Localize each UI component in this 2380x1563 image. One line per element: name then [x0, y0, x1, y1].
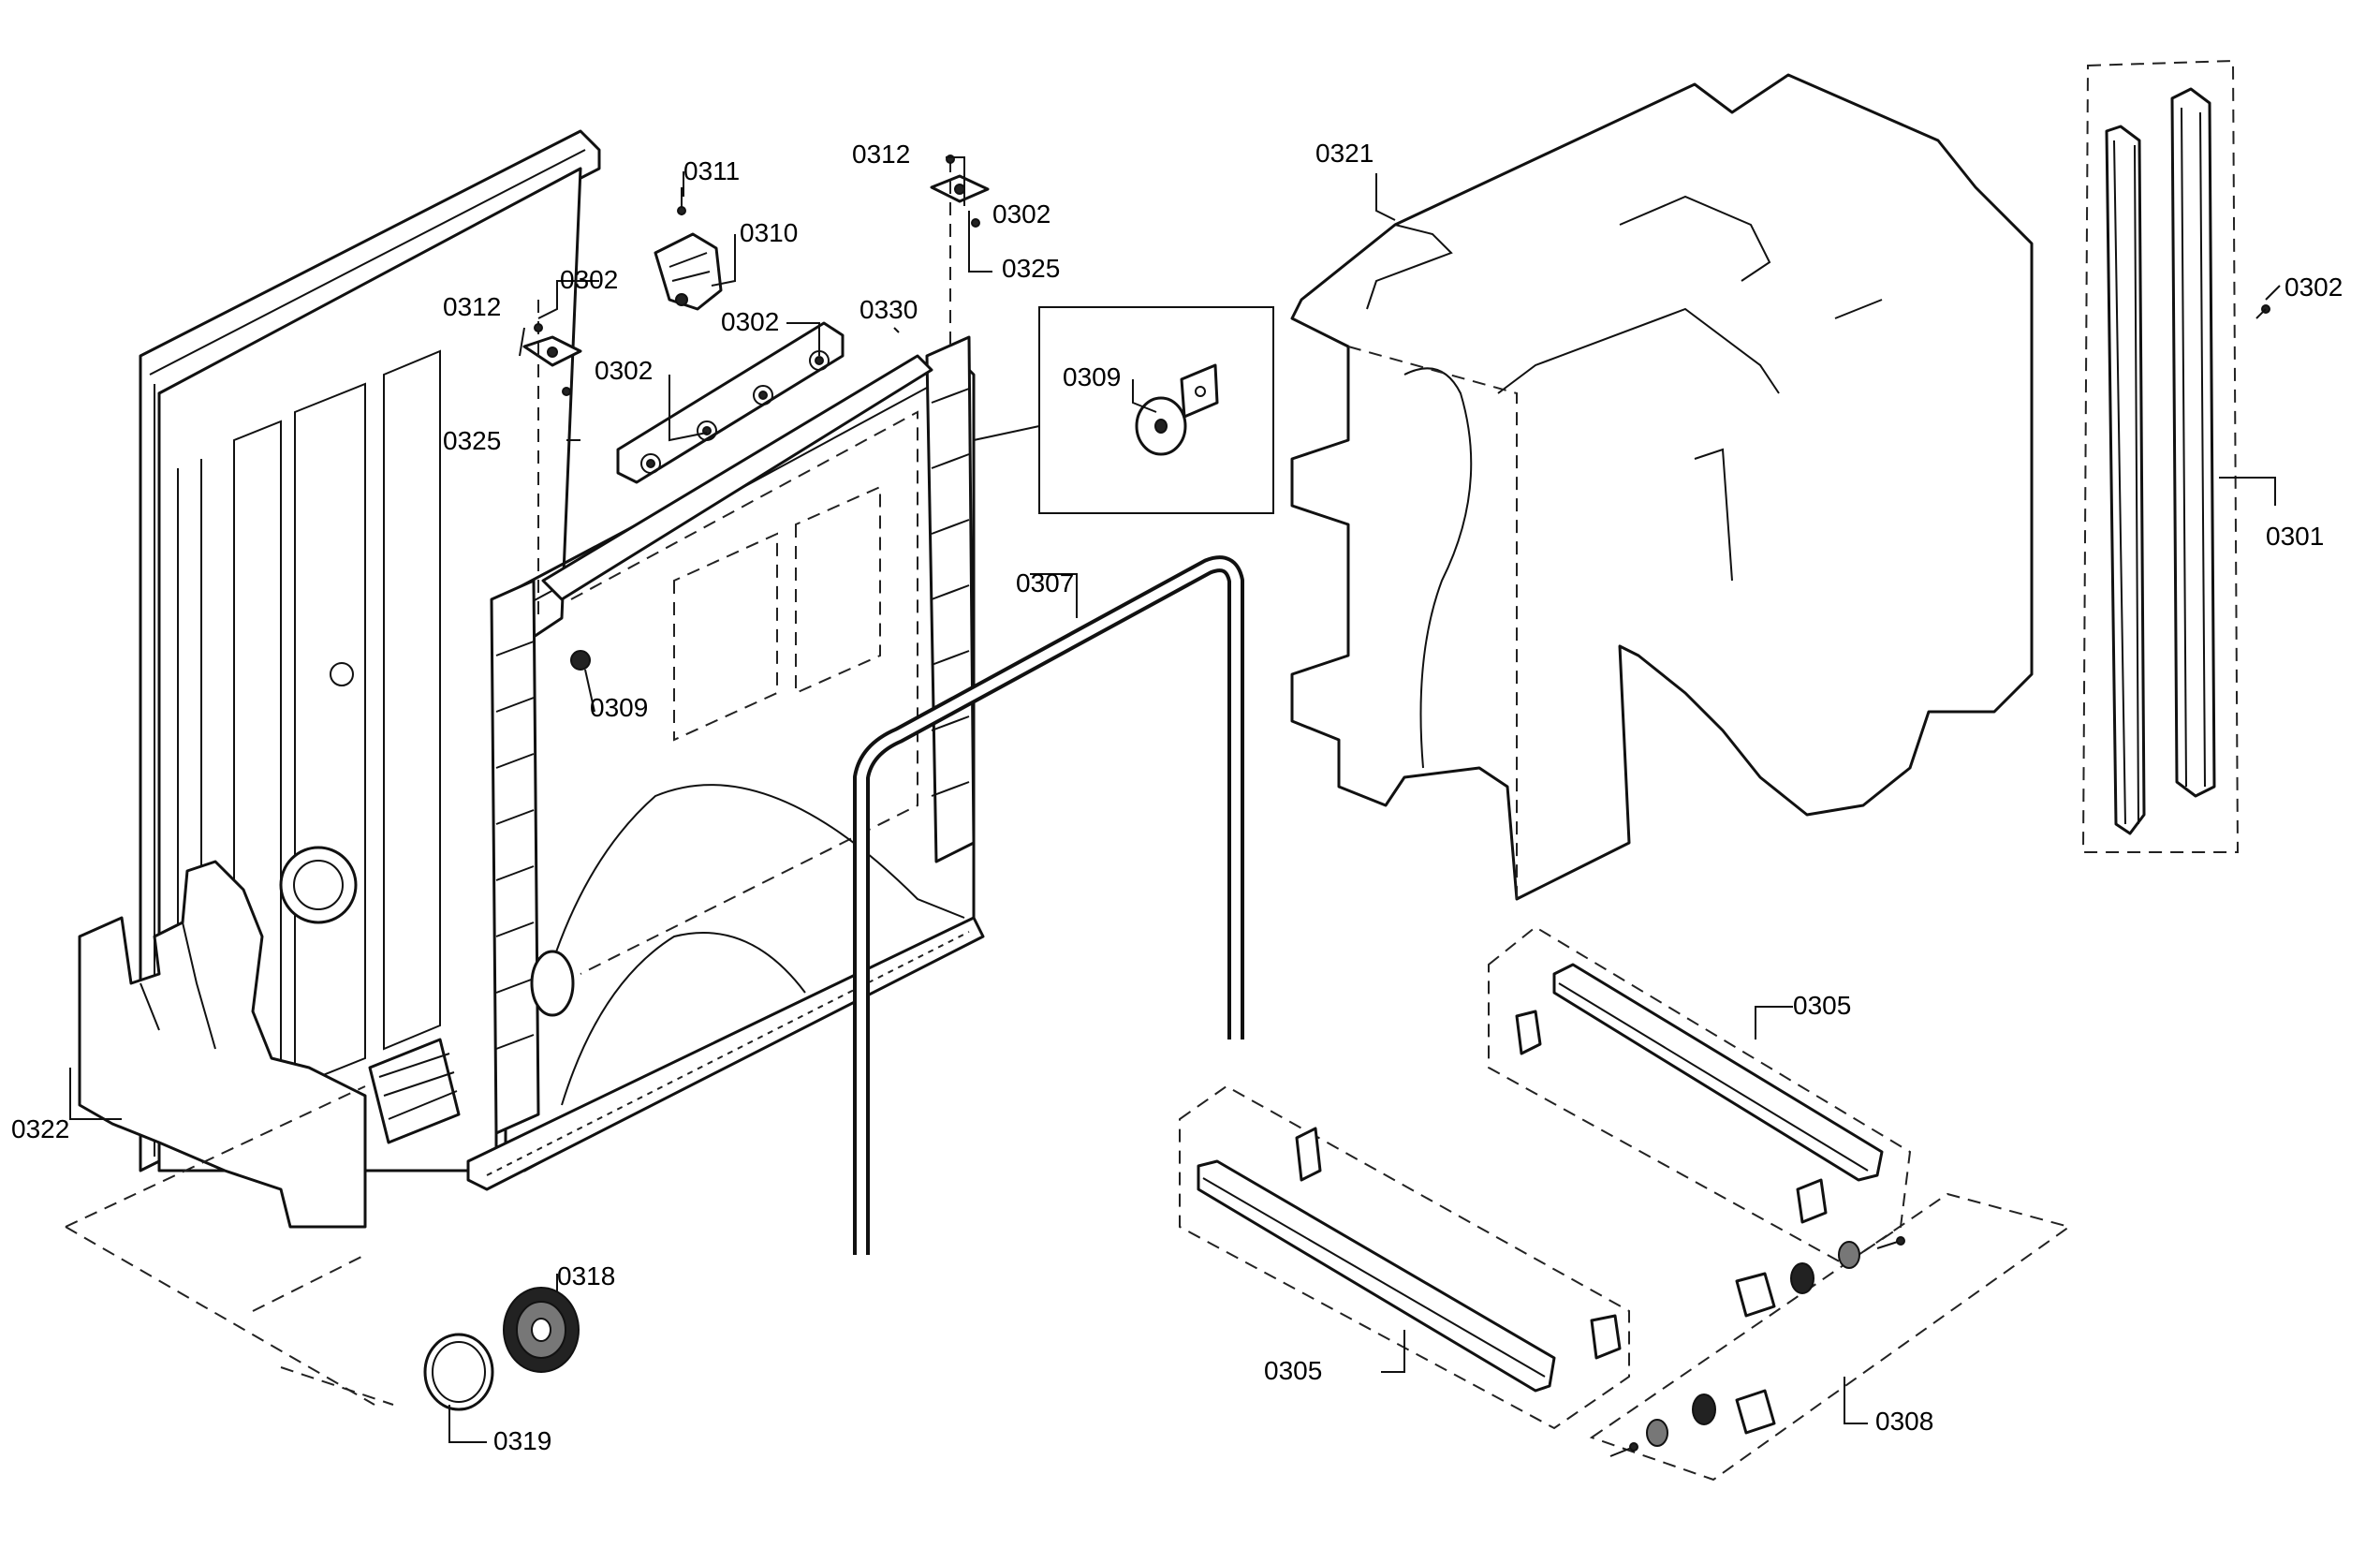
- callout-0308: 0308: [1875, 1407, 1933, 1436]
- part-0322-base-panel: [65, 860, 375, 1406]
- part-0318-filter-gear: [503, 1287, 580, 1373]
- callout-0309-tub: 0309: [590, 693, 648, 722]
- part-0305-rail-upper: [1488, 925, 1912, 1266]
- callout-0302-top: 0302: [2285, 273, 2343, 302]
- part-0307-door-gasket: [853, 555, 1244, 1255]
- callout-0325-right: 0325: [1002, 254, 1060, 283]
- part-0312-bracket-right: [930, 174, 990, 203]
- callout-0302-mid-a: 0302: [595, 356, 653, 385]
- callout-0310: 0310: [740, 218, 798, 247]
- part-0301-side-trims: [2081, 59, 2270, 853]
- part-0309-inset-box: [973, 306, 1274, 514]
- callout-0322: 0322: [11, 1114, 69, 1143]
- part-0319-seal-ring: [423, 1333, 494, 1411]
- callout-0318: 0318: [557, 1261, 615, 1290]
- callout-0325-left: 0325: [443, 426, 501, 455]
- callout-0330: 0330: [859, 295, 918, 324]
- callout-0301: 0301: [2266, 522, 2324, 551]
- callout-0307: 0307: [1016, 568, 1074, 597]
- callout-0311: 0311: [683, 156, 740, 185]
- tub-seal-plug-icon: [570, 650, 591, 671]
- callout-0312-left: 0312: [443, 292, 501, 321]
- leader-lines: [69, 156, 2281, 1443]
- callout-0309-inset: 0309: [1063, 362, 1121, 391]
- callout-0305-upper: 0305: [1793, 991, 1851, 1020]
- callout-0321: 0321: [1315, 139, 1374, 168]
- callout-labels: 0311 0310 0302 0312 0325 0302 0302 0330 …: [11, 139, 2343, 1455]
- part-0305-rail-lower: [1179, 1084, 1630, 1430]
- part-0308-hardware-kit: [1589, 1192, 2072, 1482]
- callout-0302-right: 0302: [992, 199, 1050, 229]
- part-0321-insulation: [1290, 73, 2034, 901]
- callout-0319: 0319: [493, 1426, 551, 1455]
- callout-0302-mid-b: 0302: [721, 307, 779, 336]
- callout-0302-left: 0302: [560, 265, 618, 294]
- callout-0305-lower: 0305: [1264, 1356, 1322, 1385]
- callout-0312-right: 0312: [852, 140, 910, 169]
- part-0330-hinge-bar: [616, 321, 845, 484]
- tub-assembly: [139, 129, 985, 1191]
- part-0311-screw: [677, 187, 686, 215]
- part-0310-hinge: [654, 232, 723, 311]
